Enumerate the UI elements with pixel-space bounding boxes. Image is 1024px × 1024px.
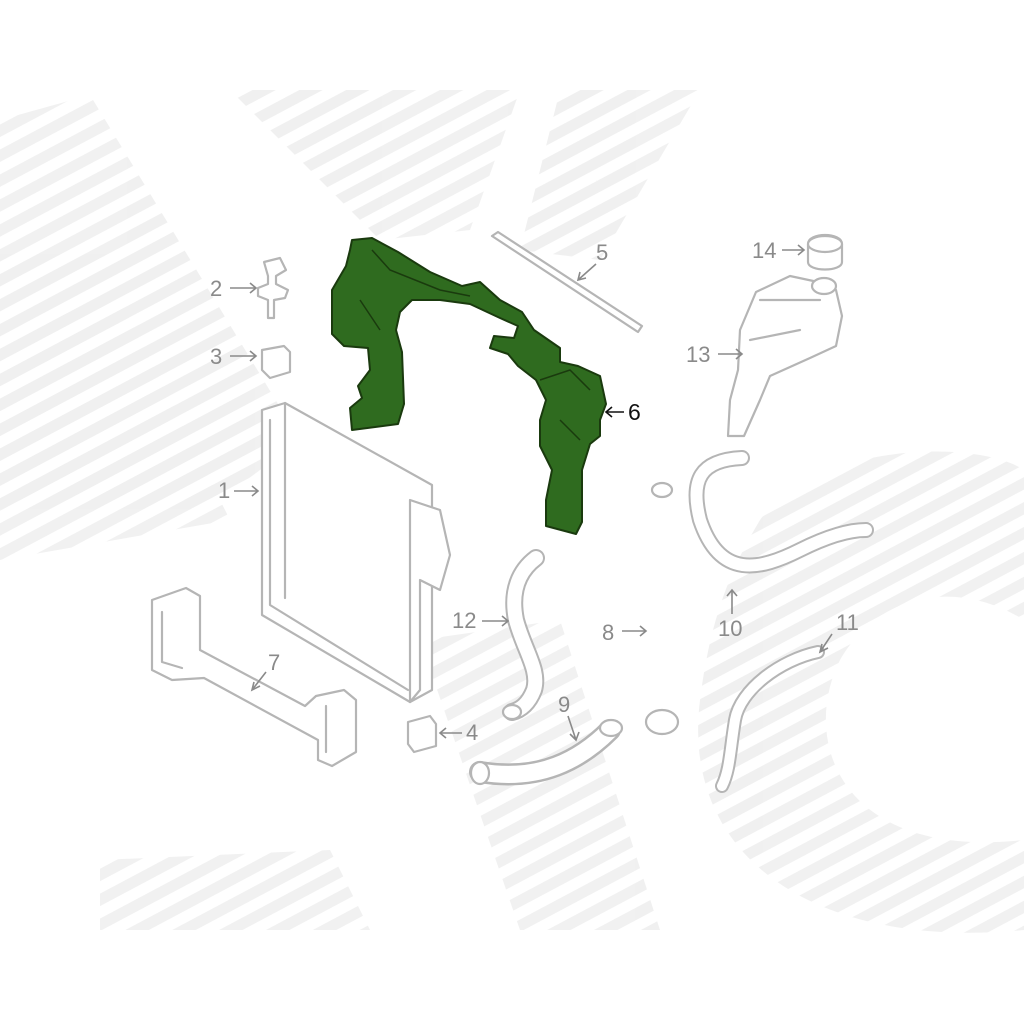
- callout-8: 8: [602, 620, 648, 645]
- callout-3: 3: [210, 344, 258, 369]
- clip-part: [256, 256, 290, 320]
- callout-13: 13: [686, 342, 744, 367]
- callout-label: 3: [210, 344, 222, 369]
- callout-14: 14: [752, 238, 806, 263]
- lower-bracket-part: [150, 586, 358, 768]
- callout-label-highlighted: 6: [628, 399, 641, 425]
- reservoir-part: [726, 274, 844, 438]
- callout-2: 2: [210, 276, 258, 301]
- callout-label: 10: [718, 616, 742, 641]
- hose-12-part: [501, 549, 545, 721]
- hose-10-part: [688, 450, 874, 574]
- callout-label: 11: [836, 610, 859, 635]
- hose-8-part: [617, 478, 680, 736]
- callout-label: 14: [752, 238, 776, 263]
- callout-label: 12: [452, 608, 476, 633]
- callout-label: 5: [596, 240, 608, 265]
- watermark-logo: [0, 90, 1024, 933]
- callout-10: 10: [718, 588, 742, 641]
- callout-label: 2: [210, 276, 222, 301]
- hose-9-part: [469, 718, 624, 786]
- air-guide-part: [331, 237, 607, 535]
- callout-label: 8: [602, 620, 614, 645]
- cap-part: [806, 233, 844, 271]
- callout-label: 9: [558, 692, 570, 717]
- callout-label: 7: [268, 650, 280, 675]
- callout-6: 6: [604, 399, 641, 425]
- hose-11-part: [715, 645, 825, 793]
- callout-9: 9: [558, 692, 580, 742]
- callout-7: 7: [250, 650, 280, 692]
- callout-label: 1: [218, 478, 230, 503]
- radiator-part: [260, 401, 452, 704]
- callout-label: 4: [466, 720, 478, 745]
- air-guide-highlight: [331, 237, 607, 535]
- callout-1: 1: [218, 478, 260, 503]
- callout-4: 4: [438, 720, 478, 745]
- callouts: 1 2 3 4 5 6 7 8: [210, 238, 859, 745]
- mount-part: [406, 714, 438, 754]
- callout-5: 5: [576, 240, 608, 282]
- callout-12: 12: [452, 608, 510, 633]
- callout-11: 11: [818, 610, 859, 654]
- callout-label: 13: [686, 342, 710, 367]
- seal-strip-part: [490, 230, 644, 334]
- bushing-part: [260, 344, 292, 380]
